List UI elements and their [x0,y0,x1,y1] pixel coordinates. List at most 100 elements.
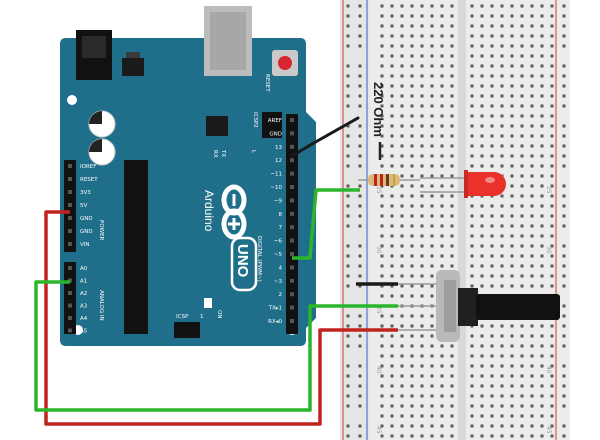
breadboard-hole [540,434,544,438]
usb-chip [206,116,228,136]
breadboard-hole [440,74,444,78]
header-pin [290,131,294,136]
breadboard-hole [550,64,554,68]
breadboard-hole [450,374,454,378]
breadboard-hole [420,124,424,128]
breadboard-hole [410,74,414,78]
breadboard-hole [400,4,404,8]
breadboard-hole [480,364,484,368]
breadboard-hole [540,414,544,418]
breadboard-hole [346,334,350,338]
wire-5v-red [44,210,398,426]
breadboard-hole [540,344,544,348]
breadboard-hole [470,114,474,118]
pin-label: 3V3 [80,190,91,196]
breadboard-hole [440,394,444,398]
breadboard-hole [390,414,394,418]
breadboard-hole [540,64,544,68]
breadboard-hole [510,4,514,8]
breadboard-hole [410,24,414,28]
breadboard-hole [510,64,514,68]
pot-knob-shaft[interactable] [476,294,560,320]
breadboard-hole [562,224,566,228]
breadboard-hole [530,414,534,418]
breadboard-hole [346,164,350,168]
breadboard-hole [562,344,566,348]
pin-label: A1 [80,279,87,285]
breadboard-hole [380,44,384,48]
breadboard-hole [400,424,404,428]
breadboard-hole [410,14,414,18]
breadboard-hole [430,434,434,438]
breadboard-hole [550,334,554,338]
breadboard-hole [358,194,362,198]
breadboard-hole [550,324,554,328]
breadboard-hole [420,64,424,68]
breadboard-hole [410,254,414,258]
breadboard-hole [520,224,524,228]
breadboard-hole [550,234,554,238]
breadboard-hole [562,374,566,378]
breadboard-hole [430,84,434,88]
breadboard-hole [420,374,424,378]
breadboard-hole [380,104,384,108]
breadboard-hole [550,414,554,418]
breadboard-hole [500,234,504,238]
breadboard-hole [390,144,394,148]
breadboard-hole [430,334,434,338]
breadboard-hole [390,34,394,38]
breadboard-hole [440,64,444,68]
header-pin [290,225,294,230]
breadboard-hole [430,234,434,238]
breadboard-hole [400,234,404,238]
breadboard-hole [400,274,404,278]
breadboard-hole [530,434,534,438]
breadboard-hole [480,124,484,128]
reset-button-cap[interactable] [278,56,292,70]
breadboard-hole [380,194,384,198]
breadboard-hole [390,24,394,28]
breadboard-hole [490,364,494,368]
breadboard-hole [520,134,524,138]
breadboard-hole [420,184,424,188]
breadboard-hole [430,64,434,68]
breadboard-hole [358,404,362,408]
breadboard-hole [470,74,474,78]
breadboard-hole [520,104,524,108]
breadboard-hole [540,34,544,38]
breadboard-hole [380,4,384,8]
breadboard-hole [500,284,504,288]
breadboard-hole [410,104,414,108]
breadboard-hole [470,104,474,108]
breadboard-hole [530,234,534,238]
breadboard-hole [520,64,524,68]
breadboard-hole [540,124,544,128]
breadboard-row-number: 45 [545,426,552,434]
breadboard-hole [510,24,514,28]
breadboard-hole [562,84,566,88]
breadboard-hole [530,144,534,148]
breadboard-hole [400,44,404,48]
breadboard-hole [420,34,424,38]
breadboard-hole [400,204,404,208]
breadboard-hole [420,114,424,118]
digital-header [286,114,298,334]
breadboard-hole [358,284,362,288]
breadboard-hole [510,194,514,198]
breadboard-hole [520,254,524,258]
breadboard-hole [520,204,524,208]
breadboard-hole [540,194,544,198]
breadboard-hole [490,264,494,268]
breadboard-hole [520,354,524,358]
breadboard-hole [390,254,394,258]
breadboard-hole [380,64,384,68]
breadboard-hole [562,214,566,218]
wire-analog-green [34,280,398,412]
breadboard-hole [550,114,554,118]
breadboard-hole [410,364,414,368]
breadboard-hole [500,4,504,8]
breadboard-hole [390,214,394,218]
breadboard-hole [430,394,434,398]
breadboard-hole [520,394,524,398]
